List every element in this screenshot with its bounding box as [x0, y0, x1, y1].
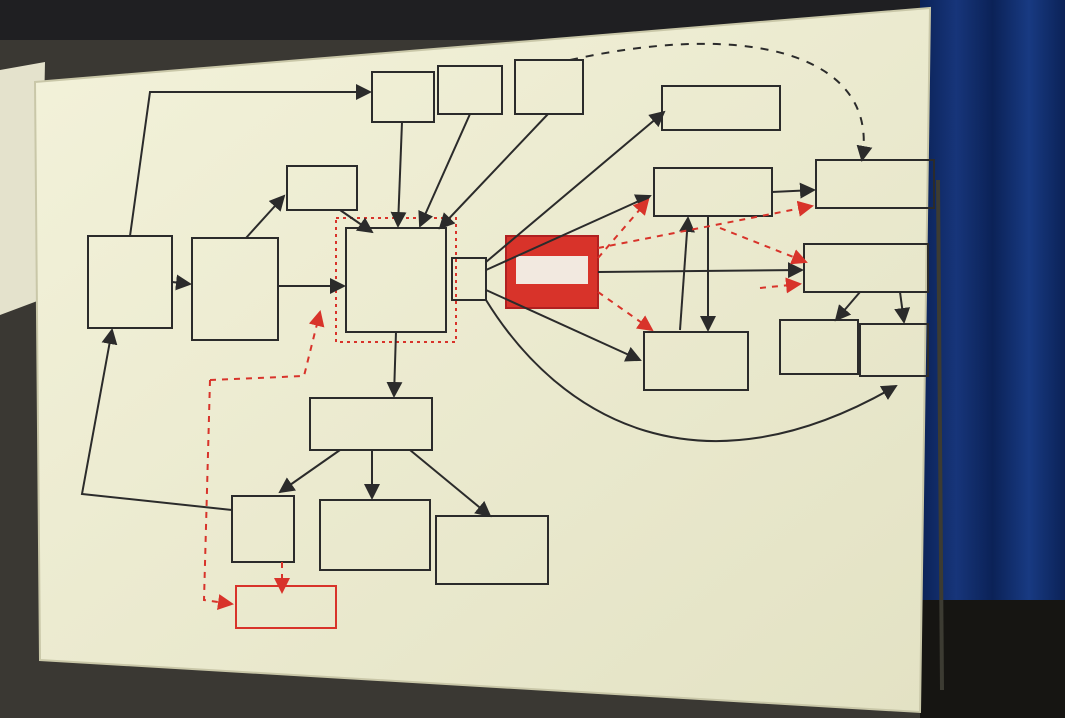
- box-r-frame: [231, 495, 295, 563]
- box-m-frame: [803, 243, 929, 293]
- box-e-frame: [286, 165, 358, 211]
- paper-chart: [33, 6, 932, 714]
- left-board: [0, 62, 45, 315]
- easel-leg: [936, 179, 944, 691]
- box-p-frame: [859, 323, 929, 377]
- box-o-frame: [779, 319, 859, 375]
- box-l-inner: [516, 256, 588, 284]
- box-n-frame: [643, 331, 749, 391]
- dashed-arc: [569, 42, 873, 162]
- arrows: [80, 84, 911, 518]
- box-g-frame: [815, 159, 935, 209]
- box-k-frame: [451, 257, 487, 301]
- box-c-frame: [514, 59, 584, 115]
- box-s-frame: [319, 499, 431, 571]
- box-t-frame: [435, 515, 549, 585]
- box-a-frame: [371, 71, 435, 123]
- box-d-frame: [661, 85, 781, 131]
- blue-curtain: [920, 0, 1065, 640]
- box-i-frame: [191, 237, 279, 341]
- red-arrows: [202, 198, 814, 610]
- floor-shadow: [920, 600, 1065, 718]
